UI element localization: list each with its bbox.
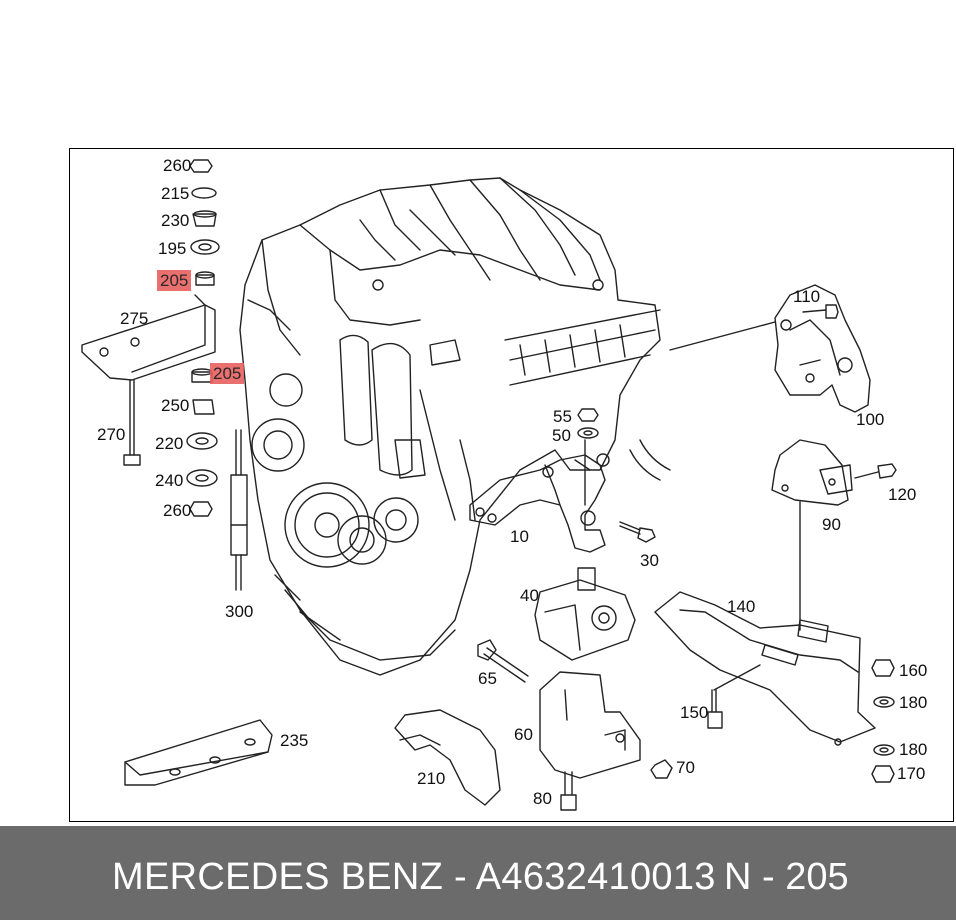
label-300: 300 — [225, 602, 254, 621]
label-100: 100 — [856, 410, 885, 429]
part-100-drawing — [669, 284, 871, 413]
part-235-drawing — [124, 719, 273, 786]
label-270: 270 — [97, 425, 126, 444]
label-160: 160 — [899, 661, 928, 680]
label-205-highlighted: 205 — [157, 270, 192, 291]
engine-drawing — [239, 177, 671, 676]
label-30: 30 — [640, 551, 659, 570]
part-140-drawing — [654, 591, 876, 746]
footer-part-number: MERCEDES BENZ - A4632410013 — [112, 856, 716, 898]
label-10: 10 — [510, 527, 529, 546]
label-140: 140 — [727, 597, 756, 616]
label-230: 230 — [161, 211, 190, 230]
label-110: 110 — [793, 287, 821, 306]
label-210: 210 — [417, 769, 446, 788]
label-235: 235 — [280, 731, 309, 750]
part-10-drawing — [469, 439, 610, 553]
label-205-highlighted-lower: 205 — [210, 363, 245, 384]
footer-bar: MERCEDES BENZ - A4632410013 N - 205 — [0, 826, 956, 920]
label-150: 150 — [680, 703, 709, 722]
part-275-drawing — [81, 294, 216, 466]
part-90-drawing — [771, 439, 897, 631]
label-275: 275 — [120, 309, 149, 328]
label-260-lower: 260 — [163, 501, 192, 520]
label-180-lower: 180 — [899, 740, 928, 759]
label-40: 40 — [520, 586, 539, 605]
label-50: 50 — [552, 426, 571, 445]
label-90: 90 — [822, 515, 841, 534]
label-65: 65 — [478, 669, 497, 688]
label-80: 80 — [533, 789, 552, 808]
label-215: 215 — [161, 184, 190, 203]
part-210-drawing — [394, 709, 501, 806]
exploded-parts-diagram — [81, 159, 897, 811]
part-40-drawing — [534, 567, 636, 661]
label-60: 60 — [514, 725, 533, 744]
label-250: 250 — [161, 396, 190, 415]
part-60-drawing — [539, 671, 641, 779]
mount-stack-drawing — [186, 159, 220, 517]
label-120: 120 — [888, 485, 917, 504]
label-195: 195 — [158, 239, 187, 258]
label-55: 55 — [553, 407, 572, 426]
label-180: 180 — [899, 693, 928, 712]
label-70: 70 — [676, 758, 695, 777]
footer-position-code: N - 205 — [724, 856, 849, 898]
diagram-frame — [69, 148, 954, 822]
label-260: 260 — [163, 156, 192, 175]
part-300-drawing — [230, 429, 248, 591]
label-240: 240 — [155, 471, 184, 490]
label-220: 220 — [155, 434, 184, 453]
label-170: 170 — [897, 764, 926, 783]
